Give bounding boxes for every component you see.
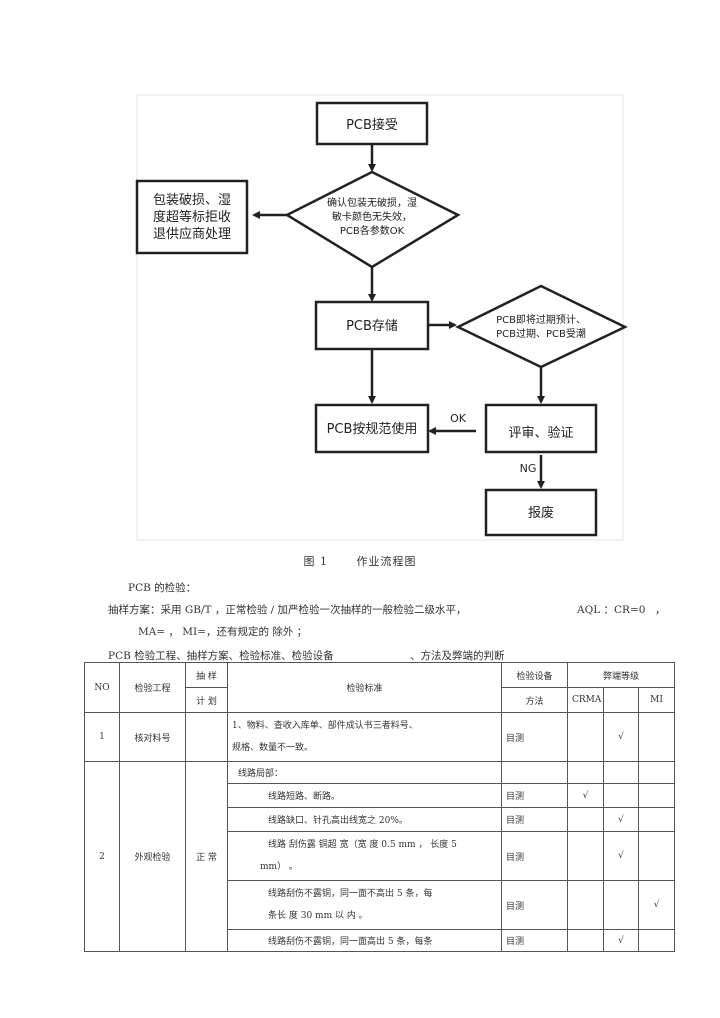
edge-ok-label: OK xyxy=(450,412,467,425)
node-expire xyxy=(455,284,628,369)
item4-standard-line1: 线路刮伤不露铜，同一面不高出 5 条，每 xyxy=(268,889,433,899)
item3-mark: √ xyxy=(603,831,639,881)
header-no: NO xyxy=(84,662,120,713)
table-intro: PCB 检验工程、抽样方案、检验标准、检验设备 xyxy=(108,650,334,662)
node-store-label: PCB存储 xyxy=(346,319,398,334)
table-row: 2 外观检验 正 常 线路局部： xyxy=(84,761,676,952)
item2-method: 目测 xyxy=(501,807,568,832)
row1-process: 核对料号 xyxy=(119,712,186,762)
row2-subheader: 线路局部： xyxy=(227,761,502,784)
row1-mark: √ xyxy=(603,712,639,762)
node-store xyxy=(314,300,430,351)
row1-standard-line1: 1、物料、查收入库单、部件成认书三者料号、 xyxy=(232,721,418,731)
node-receive xyxy=(315,101,429,146)
figure-caption: 图 1 作业流程图 xyxy=(0,553,720,569)
item5-mark: √ xyxy=(603,929,639,952)
item1-method: 目测 xyxy=(501,783,568,808)
header-mi: MI xyxy=(637,687,676,713)
sampling-plan-text: 抽样方案：采用 GB/T ，正常检验 / 加严检验一次抽样的一般检验二级水平， xyxy=(108,604,467,616)
item3-method: 目测 xyxy=(501,831,568,881)
row1-standard-line2: 规格、数量不一致。 xyxy=(232,743,314,753)
row2-process: 外观检验 xyxy=(119,761,186,952)
process-flowchart: PCB接受 确认包装无破损，湿 敏卡颜色无失效， PCB各参数OK 包装破损、湿… xyxy=(135,94,628,541)
item5-method: 目测 xyxy=(501,929,568,952)
node-check xyxy=(284,170,461,269)
row2-sampling: 正 常 xyxy=(185,761,228,952)
inspection-table: NO 检验工程 抽 样 检验标准 检验设备 弊端等级 计 划 方法 CRMA M… xyxy=(84,662,676,952)
item4-standard: 线路刮伤不露铜，同一面不高出 5 条，每 条长 度 30 mm 以 内 。 xyxy=(227,880,502,930)
table-header-row-2: 计 划 方法 CRMA MI xyxy=(85,687,676,713)
header-process: 检验工程 xyxy=(119,662,186,713)
row1-no: 1 xyxy=(84,712,120,762)
ma-mi-text: MA= ， MI=，还有规定的 除外 ； xyxy=(138,626,308,638)
node-review xyxy=(484,403,598,454)
figure-number: 图 1 xyxy=(303,555,328,568)
row1-method: 目测 xyxy=(501,712,568,762)
node-expire-line1: PCB即将过期预计、 xyxy=(496,313,586,326)
table-row: 线路 刮伤露 铜超 宽（宽 度 0.5 mm ， 长度 5 mm） 。 目测 √ xyxy=(85,831,676,881)
table-intro-tail: 、方法及弊端的判断 xyxy=(410,650,505,662)
item2-standard: 线路缺口、针孔高出线宽之 20%。 xyxy=(227,807,502,832)
node-reject-line2: 度超等标拒收 xyxy=(153,209,231,225)
aql-text: AQL ：CR=0 xyxy=(577,604,646,616)
item3-standard: 线路 刮伤露 铜超 宽（宽 度 0.5 mm ， 长度 5 mm） 。 xyxy=(227,831,502,881)
figure-frame xyxy=(136,94,624,541)
table-row: 线路刮伤不露铜，同一面不高出 5 条，每 条长 度 30 mm 以 内 。 目测… xyxy=(85,880,676,930)
node-reject-line1: 包装破损、湿 xyxy=(153,193,231,208)
item4-mark: √ xyxy=(637,880,676,930)
item1-mark: √ xyxy=(567,783,604,808)
header-crma: CRMA xyxy=(567,687,604,713)
item4-standard-line2: 条长 度 30 mm 以 内 。 xyxy=(268,911,368,921)
row1-standard: 1、物料、查收入库单、部件成认书三者料号、 规格、数量不一致。 xyxy=(227,712,502,762)
node-check-line3: PCB各参数OK xyxy=(340,224,405,237)
node-check-line1: 确认包装无破损，湿 xyxy=(327,196,417,209)
header-sampling-2: 计 划 xyxy=(185,687,228,713)
table-header-row: NO 检验工程 抽 样 检验标准 检验设备 弊端等级 xyxy=(84,662,676,713)
table-row: 线路刮伤不露铜，同一面高出 5 条，每条 目测 √ xyxy=(85,929,676,952)
header-equip-2: 方法 xyxy=(501,687,568,713)
node-expire-line2: PCB过期、PCB受潮 xyxy=(496,327,586,340)
header-standard: 检验标准 xyxy=(227,662,502,713)
row1-sampling xyxy=(185,712,228,762)
table-row: 1 核对料号 1、物料、查收入库单、部件成认书三者料号、 规格、数量不一致。 目… xyxy=(84,712,676,762)
node-receive-label: PCB接受 xyxy=(346,117,398,133)
header-blank xyxy=(603,687,639,713)
inspect-heading: PCB 的检验： xyxy=(128,582,197,594)
node-use xyxy=(314,403,430,454)
item3-standard-line2: mm） 。 xyxy=(260,862,298,872)
node-review-label: 评审、验证 xyxy=(508,425,573,441)
header-equip-1: 检验设备 xyxy=(501,662,568,688)
item3-standard-line1: 线路 刮伤露 铜超 宽（宽 度 0.5 mm ， 长度 5 xyxy=(268,840,457,850)
header-defect: 弊端等级 xyxy=(566,662,676,688)
node-use-label: PCB按规范使用 xyxy=(327,421,418,437)
item2-mark: √ xyxy=(603,807,639,832)
node-scrap xyxy=(484,488,598,537)
node-reject xyxy=(135,179,249,255)
row2-no: 2 xyxy=(84,761,120,952)
item5-standard: 线路刮伤不露铜，同一面高出 5 条，每条 xyxy=(227,929,502,952)
item1-standard: 线路短路、断路。 xyxy=(227,783,502,808)
figure-title: 作业流程图 xyxy=(356,555,417,568)
node-check-line2: 敏卡颜色无失效， xyxy=(332,210,412,223)
node-reject-line3: 退供应商处理 xyxy=(153,226,231,242)
aql-comma: ， xyxy=(655,604,666,616)
edge-ng-label: NG xyxy=(520,462,537,475)
node-scrap-label: 报废 xyxy=(528,505,554,521)
item4-method: 目测 xyxy=(501,880,568,930)
header-sampling-1: 抽 样 xyxy=(185,662,228,688)
